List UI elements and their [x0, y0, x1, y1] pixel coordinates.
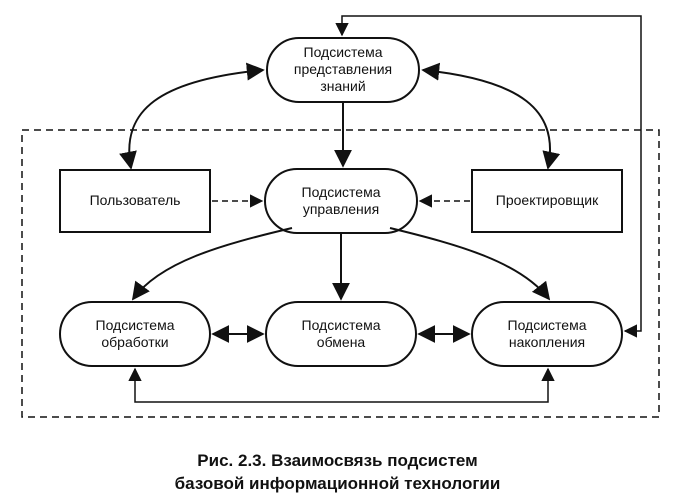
node-control-label: Подсистема управления	[301, 184, 381, 217]
node-processing-shape	[59, 301, 211, 367]
arrow-knowledge-designer	[421, 62, 561, 170]
figure-caption-line2: базовой информационной технологии	[174, 474, 501, 493]
diagram-canvas	[21, 15, 660, 418]
node-storage-label: Подсистема накопления	[507, 317, 587, 350]
arrow-processing-storage-loop	[128, 367, 555, 403]
node-knowledge-label: Подсистема представления знаний	[293, 44, 393, 94]
node-exchange-label: Подсистема обмена	[301, 317, 381, 350]
node-designer-label: Проектировщик	[495, 192, 599, 208]
node-processing-label: Подсистема обработки	[95, 317, 175, 350]
arrow-control-storage	[389, 227, 551, 301]
arrow-knowledge-user	[119, 62, 265, 170]
arrow-storage-knowledge-loop	[335, 15, 642, 338]
arrow-control-processing	[131, 227, 293, 301]
node-user-shape	[59, 169, 211, 233]
figure-caption-line1: Рис. 2.3. Взаимосвязь подсистем	[197, 451, 478, 470]
node-user-label: Пользователь	[89, 192, 181, 208]
